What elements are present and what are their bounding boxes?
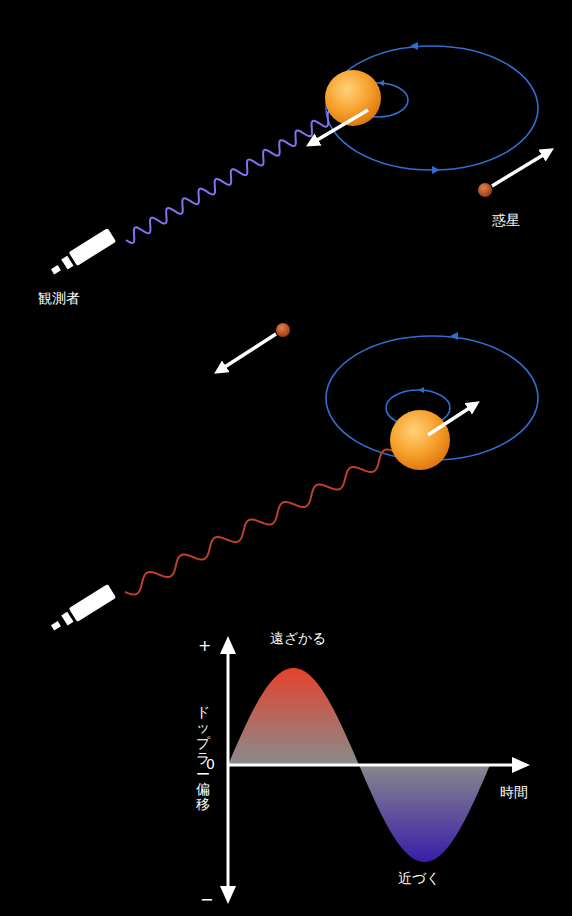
wave-path (126, 111, 336, 243)
planet (478, 183, 492, 197)
star-velocity-arrow (312, 110, 368, 143)
label: 観測者 (38, 290, 80, 307)
planet-velocity-arrow (492, 152, 548, 186)
orbit-top (326, 46, 538, 170)
label: 惑星 (492, 212, 520, 229)
planet (276, 323, 290, 337)
planet-velocity-arrow (220, 334, 276, 370)
light-wave-blue (126, 111, 336, 243)
label: 近づく (398, 870, 440, 887)
wave-path (125, 450, 396, 595)
telescope (48, 228, 116, 279)
telescope (48, 584, 116, 635)
label: − (200, 890, 213, 909)
label: 時間 (500, 784, 528, 801)
orbit-arrows (378, 42, 440, 174)
star-velocity-arrow (428, 405, 474, 435)
chart-axes (228, 650, 515, 895)
star (390, 410, 450, 470)
label: + (198, 636, 211, 655)
axis-arrowheads (220, 636, 530, 904)
light-wave-red (125, 450, 396, 595)
label: 0 (206, 756, 215, 773)
label: 遠ざかる (270, 630, 326, 647)
